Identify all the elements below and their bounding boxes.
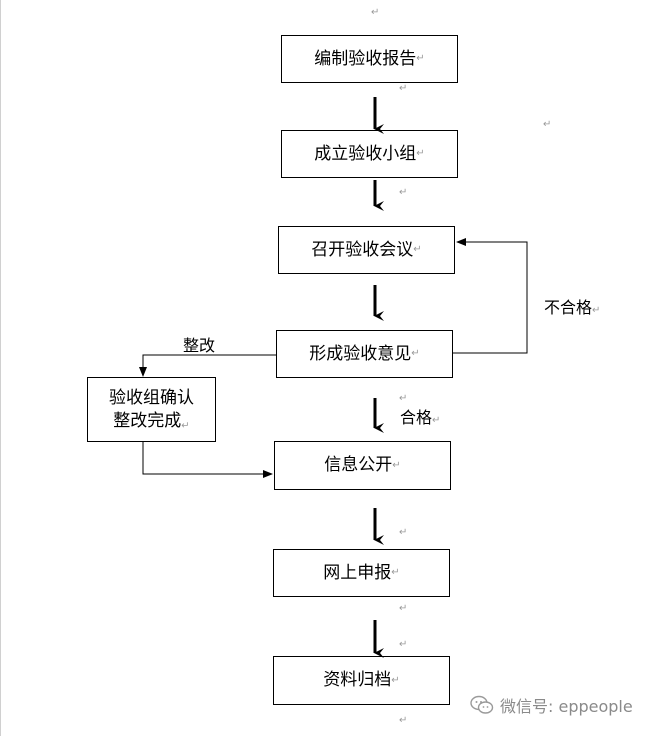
rectify-label: 整改 <box>183 336 216 355</box>
rectify-connector <box>139 354 276 377</box>
paragraph-mark: ↵ <box>411 348 420 360</box>
paragraph-mark: ↵ <box>371 7 380 18</box>
step-label: 召开验收会议 <box>311 239 414 260</box>
step-label: 网上申报 <box>323 562 392 583</box>
paragraph-mark: ↵ <box>413 244 422 256</box>
wechat-watermark: 微信号: eppeople <box>470 693 633 717</box>
step-archive: 资料归档↵ <box>273 656 450 705</box>
paragraph-mark: ↵ <box>391 674 400 686</box>
fail-label-text: 不合格 <box>544 298 593 317</box>
step-compile-report: 编制验收报告↵ <box>281 35 458 83</box>
step-label: 编制验收报告 <box>314 48 417 69</box>
wechat-icon <box>470 695 494 714</box>
step-label-line1: 验收组确认 <box>109 387 194 408</box>
step-label: 成立验收小组 <box>314 143 417 164</box>
paragraph-mark: ↵ <box>543 119 552 130</box>
paragraph-mark: ↵ <box>399 187 408 198</box>
paragraph-mark: ↵ <box>399 603 408 614</box>
step-form-opinion: 形成验收意见↵ <box>276 330 453 378</box>
fail-loop-connector <box>453 238 528 354</box>
step-hold-meeting: 召开验收会议↵ <box>278 226 455 274</box>
paragraph-mark: ↵ <box>399 639 408 650</box>
page-edge <box>0 0 1 736</box>
paragraph-mark: ↵ <box>391 567 400 579</box>
paragraph-mark: ↵ <box>416 148 425 160</box>
paragraph-mark: ↵ <box>592 305 601 316</box>
step-form-group: 成立验收小组↵ <box>281 130 458 178</box>
step-online-report: 网上申报↵ <box>273 549 450 597</box>
step-label: 资料归档 <box>323 670 392 691</box>
paragraph-mark: ↵ <box>181 419 190 431</box>
pass-label-text: 合格 <box>400 408 433 427</box>
paragraph-mark: ↵ <box>399 715 408 726</box>
step-label: 信息公开 <box>324 455 393 476</box>
paragraph-mark: ↵ <box>416 53 425 65</box>
step-disclose: 信息公开↵ <box>274 441 451 490</box>
paragraph-mark: ↵ <box>432 415 441 426</box>
paragraph-mark: ↵ <box>399 83 408 94</box>
confirm-to-disclose-connector <box>142 442 273 478</box>
paragraph-mark: ↵ <box>399 393 408 404</box>
step-label-line2: 整改完成 <box>113 410 182 431</box>
pass-label: 合格↵ <box>400 410 440 426</box>
step-confirm-rectification: 验收组确认 整改完成↵ <box>87 377 216 442</box>
step-label: 形成验收意见 <box>309 343 412 364</box>
fail-label: 不合格↵ <box>544 300 600 316</box>
paragraph-mark: ↵ <box>399 527 408 538</box>
paragraph-mark: ↵ <box>392 459 401 471</box>
watermark-text: 微信号: eppeople <box>500 697 633 716</box>
